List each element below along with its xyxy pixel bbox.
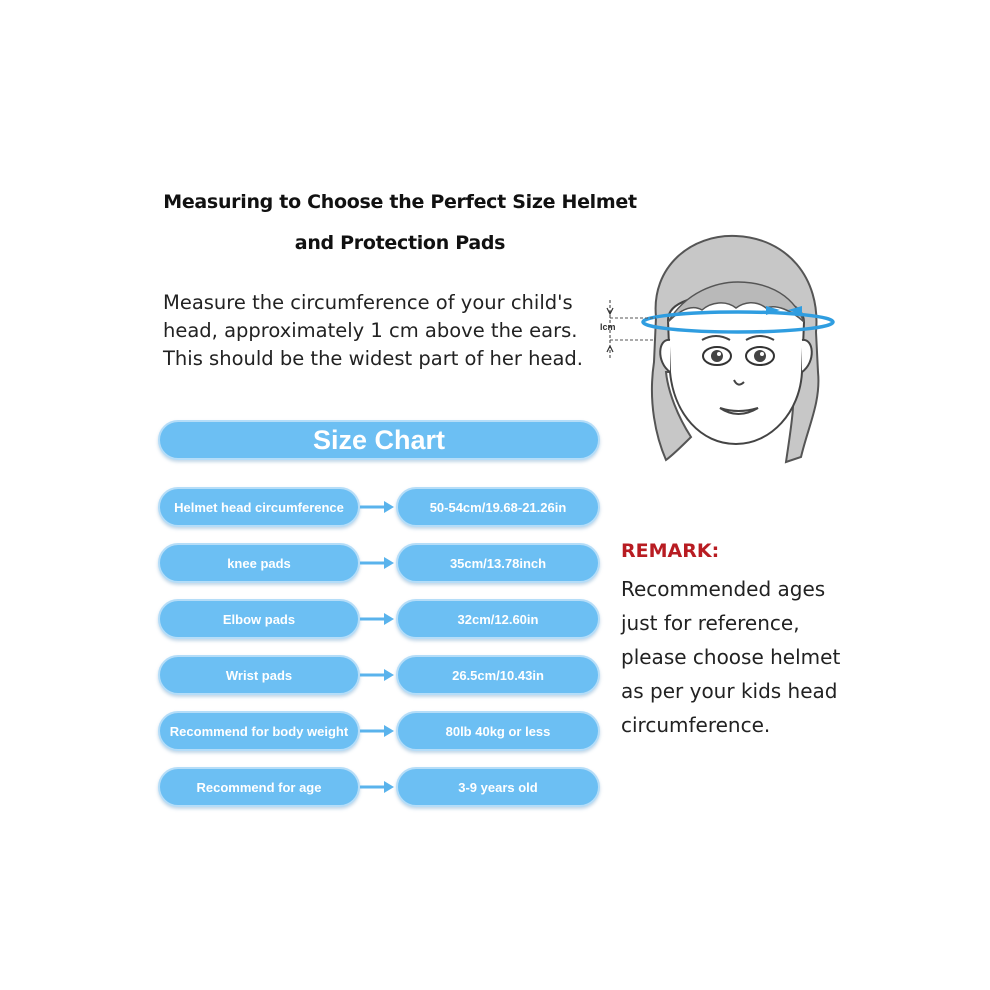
value-helmet-head-circumference: 50-54cm/19.68-21.26in bbox=[396, 487, 600, 527]
measure-instructions: Measure the circumference of your child'… bbox=[163, 289, 603, 373]
arrow-right-icon bbox=[360, 557, 394, 569]
value-knee-pads: 35cm/13.78inch bbox=[396, 543, 600, 583]
arrow-right-icon bbox=[360, 725, 394, 737]
arrow-right-icon bbox=[360, 501, 394, 513]
one-cm-label: lcm bbox=[600, 322, 616, 332]
child-head-illustration bbox=[606, 234, 835, 464]
label-body-weight: Recommend for body weight bbox=[158, 711, 360, 751]
page-title-line-2: and Protection Pads bbox=[294, 232, 506, 254]
bangs-shape bbox=[667, 281, 805, 323]
band-arrow-right bbox=[766, 306, 780, 315]
mouth bbox=[719, 407, 759, 415]
arrow-right-icon bbox=[360, 781, 394, 793]
measuring-band bbox=[641, 310, 835, 334]
right-ear bbox=[801, 338, 813, 373]
value-age: 3-9 years old bbox=[396, 767, 600, 807]
label-wrist-pads: Wrist pads bbox=[158, 655, 360, 695]
label-helmet-head-circumference: Helmet head circumference bbox=[158, 487, 360, 527]
instruction-line: head, approximately 1 cm above the ears. bbox=[163, 319, 578, 342]
arrow-right-icon bbox=[360, 613, 394, 625]
label-elbow-pads: Elbow pads bbox=[158, 599, 360, 639]
remark-heading: REMARK: bbox=[621, 540, 720, 562]
remark-line: circumference. bbox=[621, 713, 771, 737]
nose bbox=[733, 379, 745, 386]
instruction-line: This should be the widest part of her he… bbox=[163, 347, 584, 370]
remark-text: Recommended ages just for reference, ple… bbox=[621, 572, 881, 742]
band-arrow-left bbox=[788, 306, 802, 315]
value-elbow-pads: 32cm/12.60in bbox=[396, 599, 600, 639]
arrow-right-icon bbox=[360, 669, 394, 681]
remark-line: as per your kids head bbox=[621, 679, 838, 703]
remark-line: Recommended ages bbox=[621, 577, 826, 601]
left-ear bbox=[659, 338, 671, 373]
right-eye bbox=[745, 346, 775, 366]
face-shape bbox=[666, 292, 806, 446]
size-chart-title: Size Chart bbox=[158, 420, 600, 460]
value-wrist-pads: 26.5cm/10.43in bbox=[396, 655, 600, 695]
left-eye bbox=[702, 346, 732, 366]
remark-line: please choose helmet bbox=[621, 645, 841, 669]
value-body-weight: 80lb 40kg or less bbox=[396, 711, 600, 751]
instruction-line: Measure the circumference of your child'… bbox=[163, 291, 573, 314]
page-title-line-1: Measuring to Choose the Perfect Size Hel… bbox=[163, 191, 637, 213]
label-knee-pads: knee pads bbox=[158, 543, 360, 583]
label-age: Recommend for age bbox=[158, 767, 360, 807]
remark-line: just for reference, bbox=[621, 611, 800, 635]
